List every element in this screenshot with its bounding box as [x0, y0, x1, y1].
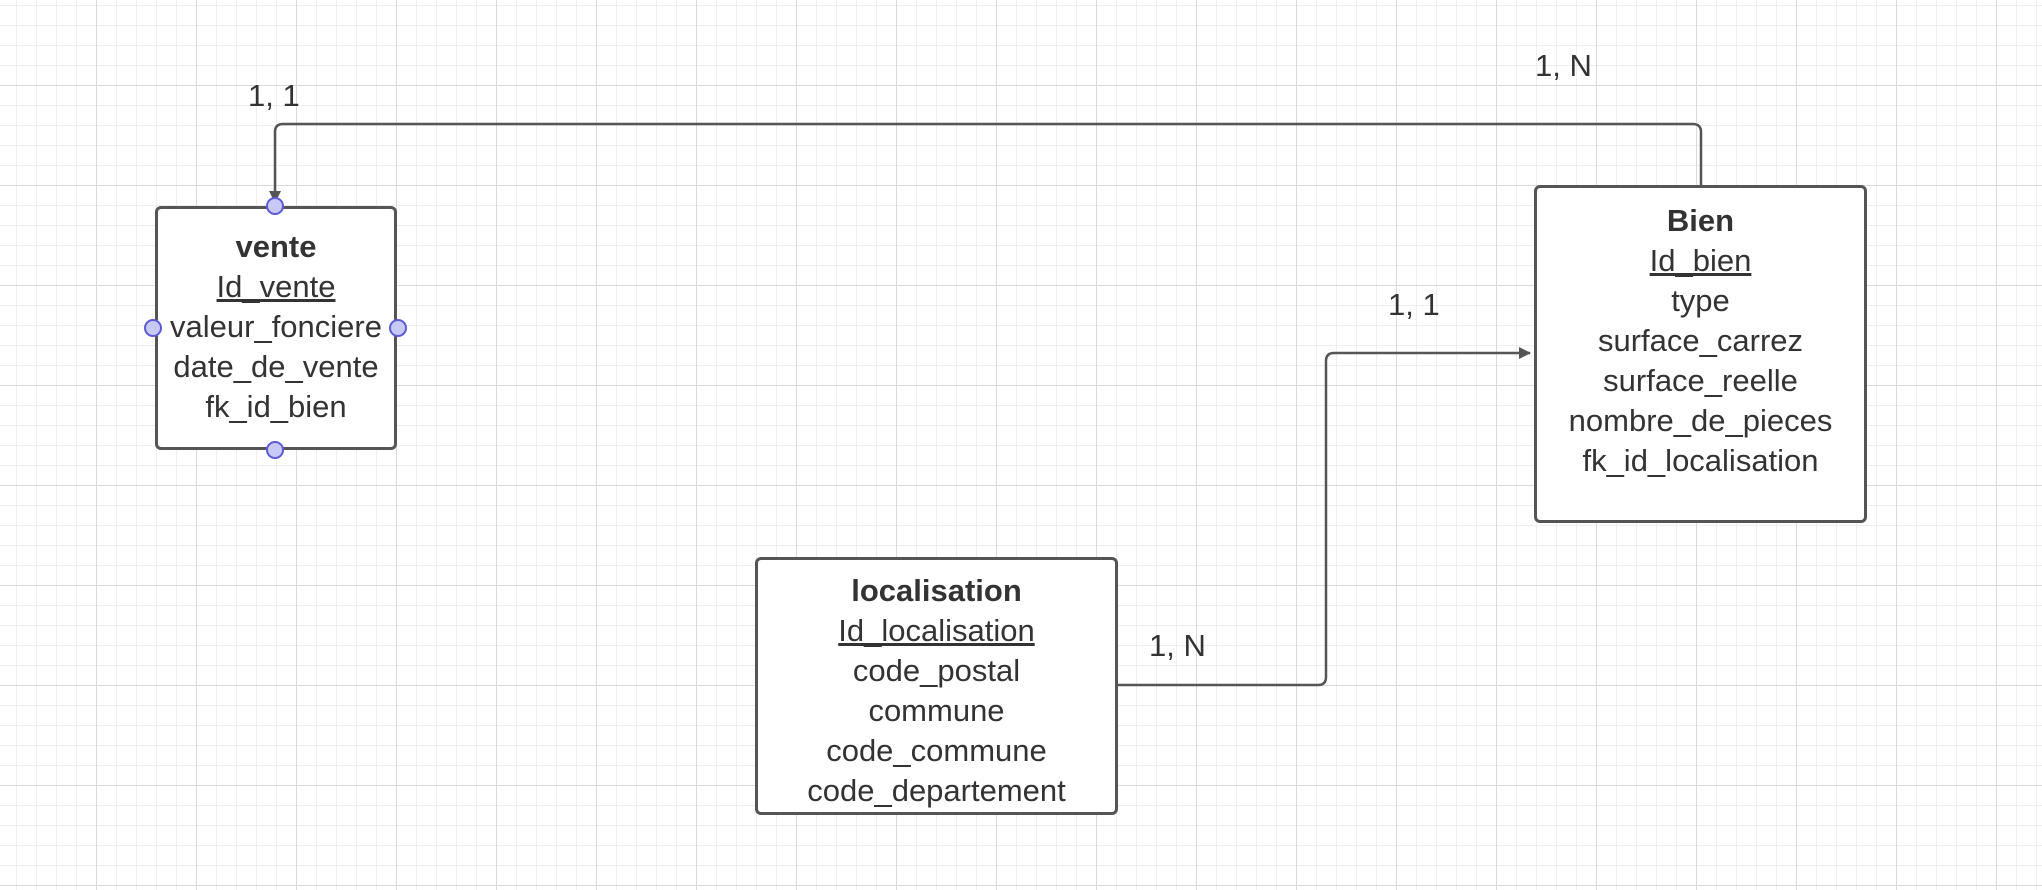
attribute: code_postal — [852, 653, 1021, 688]
attribute: type — [1671, 283, 1730, 318]
primary-key: Id_localisation — [838, 613, 1035, 648]
connector-bien-vente[interactable] — [269, 122, 1703, 203]
attribute: nombre_de_pieces — [1568, 403, 1833, 438]
cardinality-label-vente: 1, 1 — [248, 78, 300, 113]
attribute: code_commune — [826, 733, 1047, 768]
cardinality-label-bien-to-vente: 1, N — [1535, 48, 1592, 83]
entity-title: vente — [235, 229, 317, 264]
attribute: surface_reelle — [1603, 363, 1798, 398]
primary-key: Id_bien — [1649, 243, 1752, 278]
primary-key: Id_vente — [216, 269, 336, 304]
cardinality-label-bien-from-localisation: 1, 1 — [1388, 287, 1440, 322]
attribute: code_departement — [807, 773, 1066, 808]
entity-localisation[interactable]: localisation Id_localisation code_postal… — [755, 557, 1118, 815]
attribute: fk_id_localisation — [1582, 443, 1819, 478]
cardinality-label-localisation: 1, N — [1149, 628, 1206, 663]
entity-bien[interactable]: Bien Id_bien type surface_carrez surface… — [1534, 185, 1867, 523]
entity-title: Bien — [1666, 203, 1735, 238]
attribute: valeur_fonciere — [170, 309, 382, 344]
attribute: commune — [868, 693, 1005, 728]
attribute: surface_carrez — [1597, 323, 1804, 358]
connector-localisation-bien[interactable] — [1118, 347, 1531, 687]
connection-handle-left[interactable] — [144, 319, 162, 337]
connection-handle-bottom[interactable] — [266, 441, 284, 459]
attribute: fk_id_bien — [205, 389, 347, 424]
entity-title: localisation — [851, 573, 1022, 608]
entity-vente[interactable]: vente Id_vente valeur_fonciere date_de_v… — [155, 206, 397, 450]
connection-handle-top[interactable] — [266, 197, 284, 215]
connection-handle-right[interactable] — [389, 319, 407, 337]
attribute: date_de_vente — [173, 349, 379, 384]
